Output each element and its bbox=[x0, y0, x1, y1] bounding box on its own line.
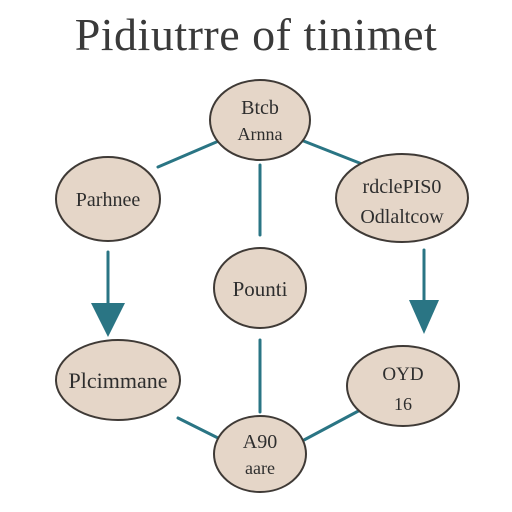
node-top-line1: Btcb bbox=[241, 97, 279, 119]
node-bottom-line1: A90 bbox=[243, 431, 277, 453]
node-bottom-right: OYD 16 bbox=[346, 345, 460, 427]
node-bottom-right-line2: 16 bbox=[394, 394, 412, 414]
connectors bbox=[106, 138, 426, 442]
node-center: Pounti bbox=[213, 247, 307, 329]
node-left: Parhnee bbox=[55, 156, 161, 242]
arrowhead-right bbox=[409, 300, 439, 334]
connector-bottom-bottomright bbox=[302, 406, 366, 442]
node-bottom-line2: aare bbox=[245, 458, 275, 478]
node-bottom-left-line1: Plcimmane bbox=[69, 368, 168, 393]
node-top: Btcb Arnna bbox=[209, 79, 311, 161]
node-top-line2: Arnna bbox=[238, 124, 283, 144]
connector-bottomleft-bottom bbox=[176, 416, 220, 440]
node-left-line1: Parhnee bbox=[76, 189, 141, 211]
node-bottom-left: Plcimmane bbox=[55, 339, 181, 421]
connector-top-right bbox=[299, 138, 364, 166]
node-bottom: A90 aare bbox=[213, 415, 307, 493]
node-right: rdclePIS0 Odlaltcow bbox=[335, 153, 469, 243]
node-bottom-right-line1: OYD bbox=[382, 364, 423, 385]
node-center-line1: Pounti bbox=[233, 277, 288, 301]
connector-top-left bbox=[156, 138, 223, 169]
node-right-line1: rdclePIS0 bbox=[363, 176, 442, 198]
arrowhead-left bbox=[91, 303, 125, 337]
diagram-title: Pidiutrre of tinimet bbox=[74, 9, 438, 60]
node-right-line2: Odlaltcow bbox=[360, 206, 444, 228]
